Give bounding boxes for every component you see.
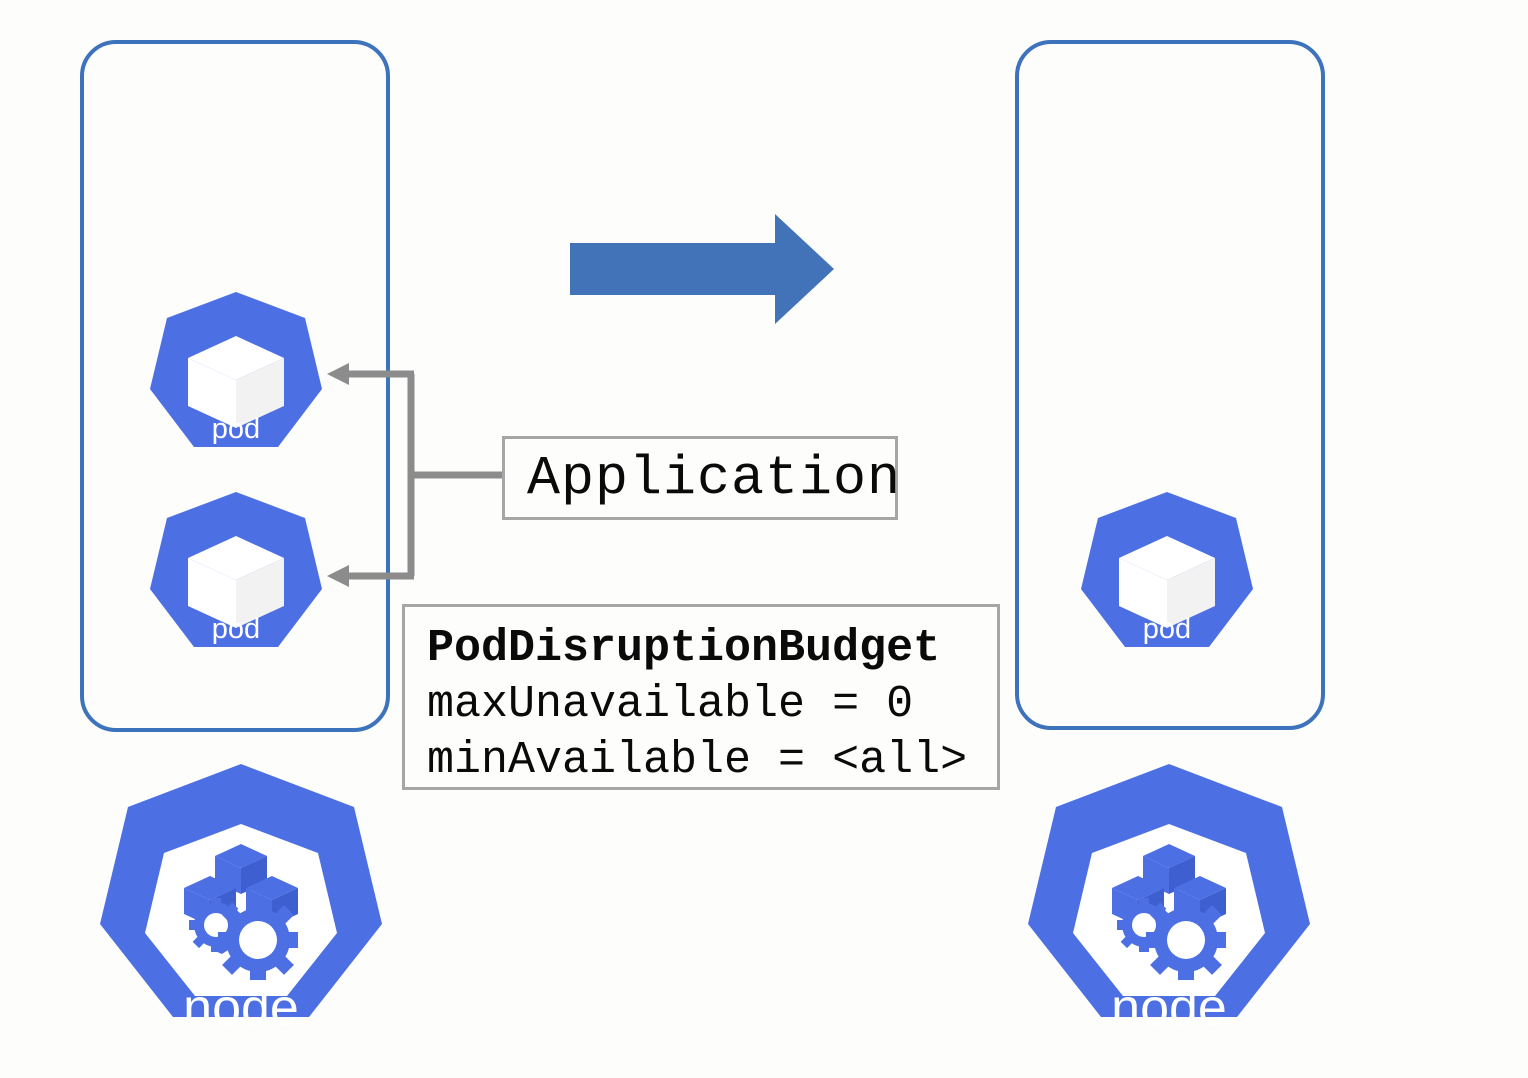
pod-icon-left-1[interactable]: pod bbox=[145, 288, 327, 470]
transition-arrow bbox=[568, 212, 836, 326]
pod-icon-right-1[interactable]: pod bbox=[1076, 488, 1258, 670]
pdb-min-available: minAvailable = <all> bbox=[427, 734, 968, 786]
application-box[interactable]: Application bbox=[502, 436, 902, 520]
node-icon-left[interactable]: node bbox=[92, 758, 390, 1058]
node-icon-right[interactable]: node bbox=[1020, 758, 1318, 1058]
pdb-max-unavailable: maxUnavailable = 0 bbox=[427, 678, 914, 730]
pod-cube-left-face bbox=[188, 558, 236, 628]
node-gear-large-teeth bbox=[1146, 900, 1226, 980]
node-hexagon-inner-shape bbox=[1073, 824, 1265, 996]
pod-icon-left-2[interactable]: pod bbox=[145, 488, 327, 670]
pod-cube-right-face bbox=[236, 558, 284, 628]
node-hexagon-inner-shape bbox=[145, 824, 337, 996]
node-gear-large-hole bbox=[1167, 921, 1205, 959]
connector-arrowhead-top bbox=[327, 363, 349, 385]
node-cube-top bbox=[215, 844, 267, 894]
node-gear-large-hole bbox=[239, 921, 277, 959]
pod-label-text: pod bbox=[1143, 613, 1191, 645]
node-label-text: node bbox=[183, 979, 299, 1037]
pod-cube-left-face bbox=[1119, 558, 1167, 628]
pod-label-text: pod bbox=[212, 413, 260, 445]
arrow-right-icon bbox=[570, 214, 834, 324]
pdb-box[interactable]: PodDisruptionBudget maxUnavailable = 0 m… bbox=[402, 604, 1000, 790]
pdb-title: PodDisruptionBudget bbox=[427, 623, 941, 674]
application-connector bbox=[325, 360, 515, 590]
pod-cube-right-face bbox=[236, 358, 284, 428]
pod-label-text: pod bbox=[212, 613, 260, 645]
connector-arrowhead-bottom bbox=[327, 565, 349, 587]
pod-cube-right-face bbox=[1167, 558, 1215, 628]
node-label-text: node bbox=[1111, 979, 1227, 1037]
application-label: Application bbox=[527, 446, 902, 510]
node-gear-small-hole bbox=[204, 913, 228, 937]
pod-cube-left-face bbox=[188, 358, 236, 428]
node-cube-top bbox=[1143, 844, 1195, 894]
node-gear-small-hole bbox=[1132, 913, 1156, 937]
